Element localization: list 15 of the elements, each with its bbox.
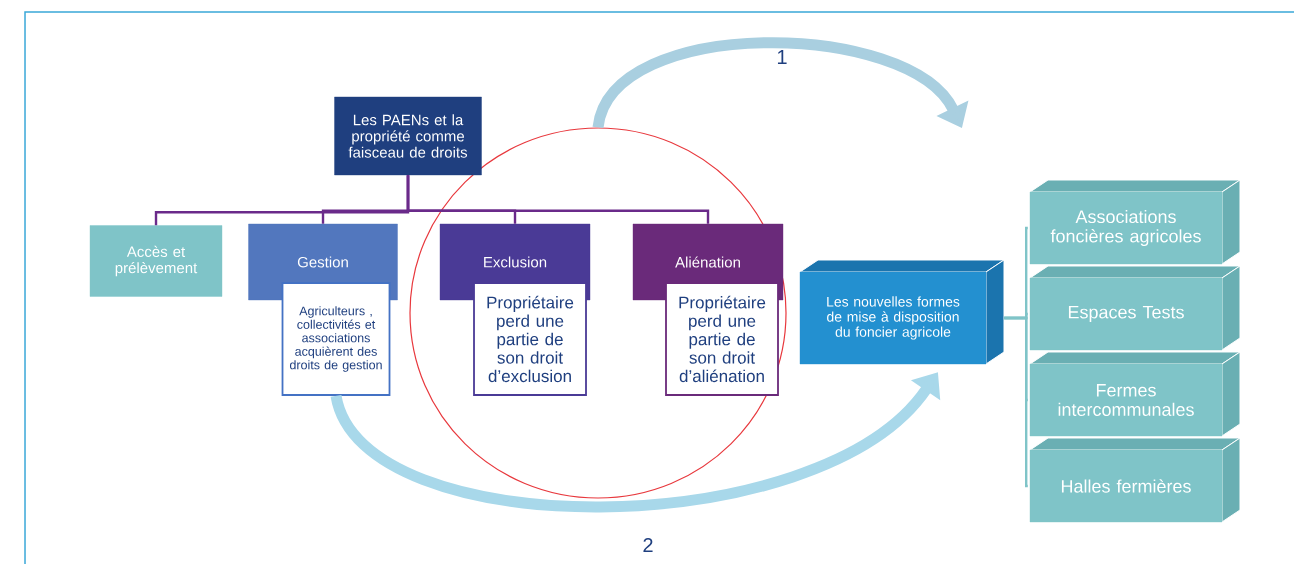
note-box: Propriétaire perd une partie de son droit d’exclusion — [473, 282, 587, 396]
heading-box: Les PAENs et la propriété comme faisceau de droits — [334, 96, 482, 176]
block-box: Halles fermières — [1029, 437, 1241, 523]
block-box: Associations foncières agricoles — [1029, 179, 1241, 265]
block-box: Fermes intercommunales — [1029, 351, 1241, 437]
block-box: Les nouvelles formes de mise à disposition du foncier agricole — [799, 259, 1005, 365]
block-box: Espaces Tests — [1029, 265, 1241, 351]
connector-line — [406, 175, 710, 224]
note-box: Agriculteurs , collectivités et associations acquièrent des droits de gestion — [281, 282, 391, 396]
connector-line — [1004, 316, 1029, 488]
circle — [409, 127, 787, 499]
edge-label: 2 — [641, 537, 655, 553]
edge-label: 1 — [775, 49, 789, 65]
curved-arrow — [592, 37, 969, 130]
category-box: Accès et prélèvement — [89, 225, 223, 297]
